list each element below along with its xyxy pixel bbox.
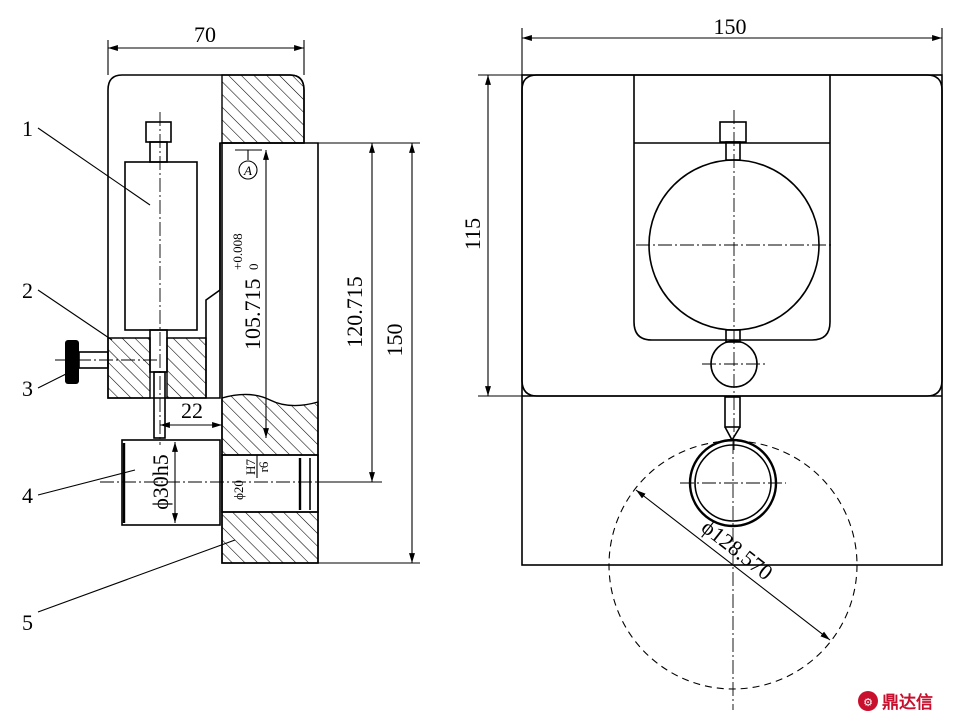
fixture-body-section-lower <box>221 511 319 564</box>
gauge-stem-top <box>149 141 168 163</box>
dim-main-tol-lower: 0 <box>246 264 261 271</box>
dim-main-text: 105.715 <box>240 279 265 351</box>
clamp-block-left <box>107 337 151 399</box>
pin-bore <box>221 454 319 513</box>
left-view: 70 22 ϕ30h5 ϕ20 H7 r6 A 105.715 +0.008 0… <box>22 22 420 635</box>
dim-fit-prefix: ϕ20 <box>231 480 246 500</box>
leader-1 <box>37 127 151 206</box>
watermark-logo-icon <box>858 691 878 711</box>
clamp-block-right <box>166 337 207 399</box>
dim-fit-lower: r6 <box>256 461 271 472</box>
housing-upper-section <box>221 74 305 144</box>
housing-front <box>521 74 943 397</box>
housing-step <box>205 289 221 398</box>
leader-3 <box>37 371 71 389</box>
datum-label: A <box>243 163 252 178</box>
dim-150-left-text: 150 <box>382 324 407 357</box>
part-label-3: 3 <box>22 376 33 401</box>
gauge-stem <box>149 329 168 373</box>
gauge-window <box>633 75 831 341</box>
dim-150-right-text: 150 <box>714 14 747 39</box>
right-view: ϕ128.570 150 115 <box>460 14 943 710</box>
gauge-cap <box>145 121 172 143</box>
part-label-1: 1 <box>22 116 33 141</box>
watermark-text: 鼎达信 <box>882 692 933 713</box>
leader-4 <box>37 469 136 496</box>
gauge-probe <box>153 371 166 439</box>
dim-120-text: 120.715 <box>342 276 367 348</box>
dim-115-text: 115 <box>460 218 485 250</box>
thumb-screw-knob <box>65 340 79 384</box>
dial-cap <box>719 121 747 143</box>
dim-circle-line <box>635 489 831 641</box>
dial-stem <box>725 141 741 161</box>
probe-tip <box>724 396 741 428</box>
dim-main-tol-upper: +0.008 <box>230 233 245 270</box>
watermark-logo: ⚙ 鼎达信 <box>858 691 933 713</box>
master-shaft <box>121 439 221 526</box>
fixture-front-outline <box>521 74 943 566</box>
dial-gauge-body <box>124 161 198 331</box>
dim-shaft-text: ϕ30h5 <box>148 454 173 510</box>
leader-2 <box>37 289 113 341</box>
part-label-4: 4 <box>22 483 33 508</box>
part-label-2: 2 <box>22 278 33 303</box>
part-label-5: 5 <box>22 610 33 635</box>
dial-lower-stem <box>725 329 741 343</box>
probe-point <box>724 426 741 442</box>
datum-circle <box>238 160 258 180</box>
dim-22-text: 22 <box>181 398 203 423</box>
watermark-icon-glyph: ⚙ <box>863 696 873 709</box>
leader-5 <box>37 539 236 613</box>
dim-70-text: 70 <box>194 22 216 47</box>
fixture-body-section-upper <box>221 393 319 456</box>
dim-fit-upper: H7 <box>243 459 258 475</box>
